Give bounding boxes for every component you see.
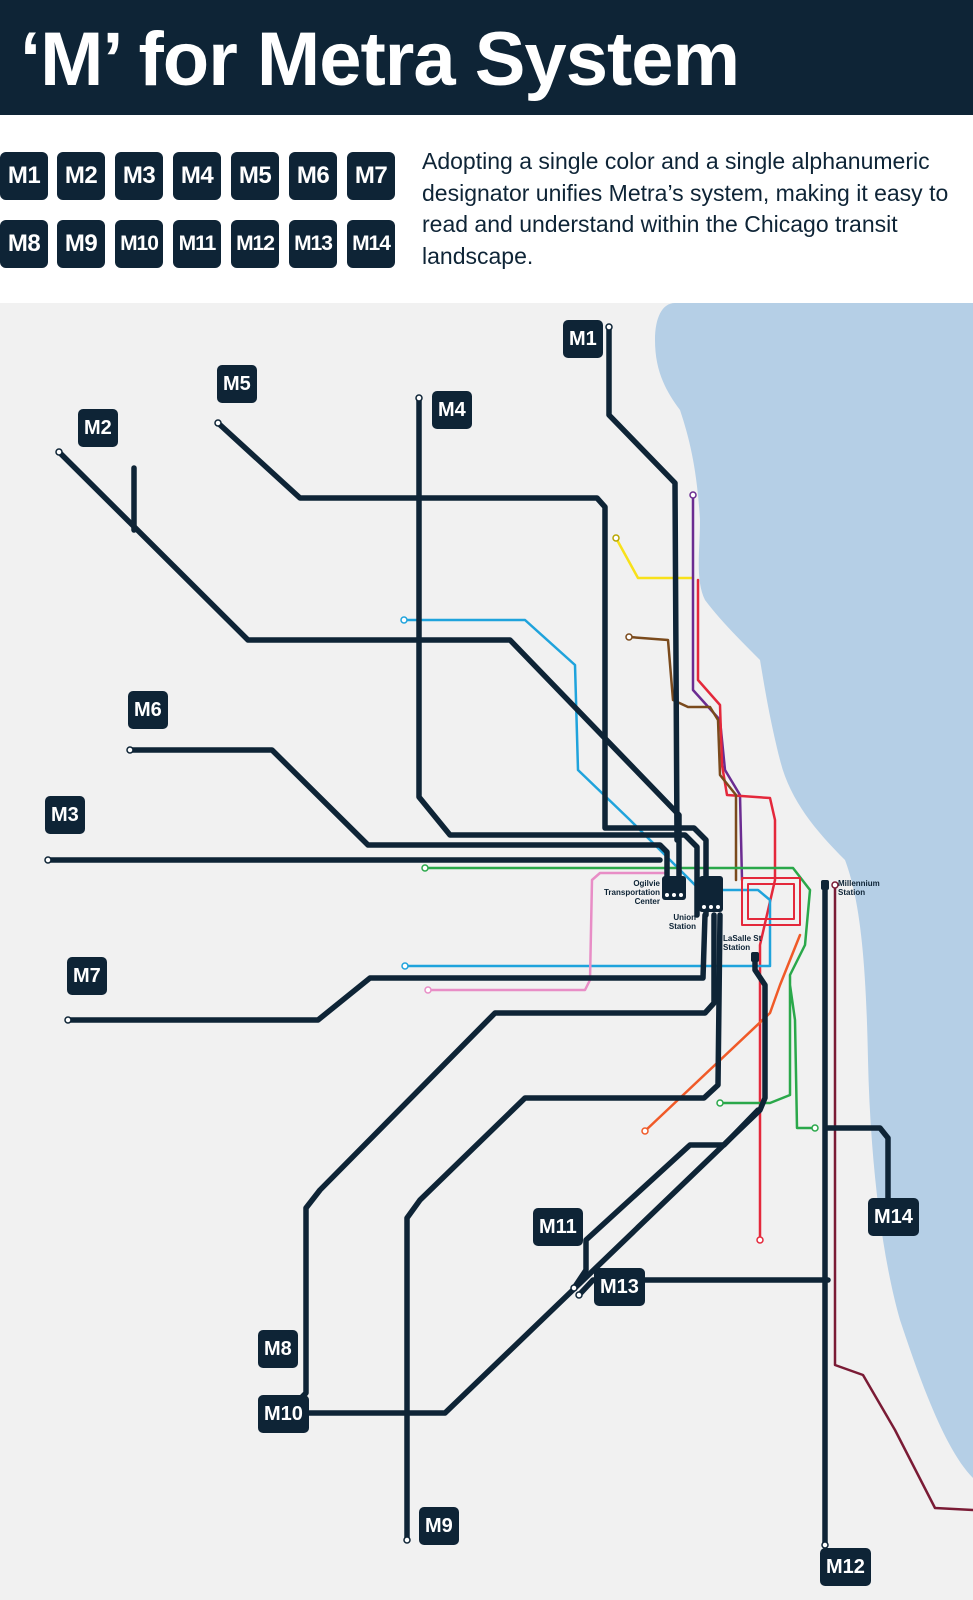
green-terminal-harlem <box>421 864 429 872</box>
map-label-m10: M10 <box>258 1395 309 1433</box>
south-shore-terminal <box>831 881 839 889</box>
m7-terminal <box>64 1016 72 1024</box>
m3-terminal <box>44 856 52 864</box>
red-terminal <box>756 1236 764 1244</box>
map-label-m8: M8 <box>258 1330 298 1368</box>
cta-pink-line <box>426 871 670 992</box>
m9-terminal <box>403 1536 411 1544</box>
m4-terminal <box>415 394 423 402</box>
map-svg <box>44 303 973 1549</box>
map-label-m6: M6 <box>128 691 168 729</box>
metra-m8-line <box>261 912 717 1406</box>
blue-terminal-forest-park <box>401 962 409 970</box>
cta-yellow-line <box>614 536 695 580</box>
badge-m9: M9 <box>57 220 105 268</box>
m13-terminal <box>575 1291 583 1299</box>
m11-terminal <box>570 1284 578 1292</box>
map-label-m11: M11 <box>533 1208 583 1246</box>
union-station-marker <box>699 876 723 912</box>
legend-badges: M1 M2 M3 M4 M5 M6 M7 M8 M9 M10 M11 M12 M… <box>0 148 400 270</box>
badge-m11: M11 <box>173 220 221 268</box>
station-label-ogilvie: Ogilvie Transportation Center <box>603 879 660 906</box>
map-label-m4: M4 <box>432 391 472 429</box>
m6-terminal <box>126 746 134 754</box>
badge-m3: M3 <box>115 152 163 200</box>
map-label-m7: M7 <box>67 957 107 995</box>
metra-m14-line <box>825 1125 891 1218</box>
station-label-millennium: Millennium Station <box>838 879 880 897</box>
cta-orange-line <box>643 933 802 1133</box>
badge-m14: M14 <box>347 220 395 268</box>
blue-terminal-ohare <box>400 616 408 624</box>
cta-loop <box>741 877 801 926</box>
green-terminal-cottage <box>811 1124 819 1132</box>
badge-m6: M6 <box>289 152 337 200</box>
badge-m7: M7 <box>347 152 395 200</box>
map-label-m2: M2 <box>78 409 118 447</box>
map-label-m12: M12 <box>820 1548 871 1586</box>
map-label-m1: M1 <box>563 320 603 358</box>
page-title: ‘M’ for Metra System <box>20 17 740 102</box>
m2-terminal <box>55 448 63 456</box>
map-label-m5: M5 <box>217 365 257 403</box>
m1-terminal <box>605 323 613 331</box>
millennium-station-marker <box>821 880 829 890</box>
badge-m1: M1 <box>0 152 48 200</box>
south-shore-line <box>833 883 973 1512</box>
purple-terminal <box>689 491 697 499</box>
yellow-terminal <box>612 534 620 542</box>
metra-m4-line <box>416 395 700 918</box>
system-map: M1 M2 M5 M4 M6 M3 M7 M11 M14 M13 M8 M10 … <box>0 303 973 1600</box>
cta-brown-line <box>627 635 738 882</box>
map-label-m13: M13 <box>594 1268 645 1306</box>
green-terminal-ashland <box>716 1099 724 1107</box>
metra-m6-line <box>127 747 670 881</box>
metra-m9-line <box>404 912 723 1543</box>
description-text: Adopting a single color and a single alp… <box>422 148 949 269</box>
metra-m11-line <box>571 1107 761 1291</box>
badge-m13: M13 <box>289 220 337 268</box>
badge-m4: M4 <box>173 152 221 200</box>
metra-m10-line <box>261 952 768 1416</box>
badge-m10: M10 <box>115 220 163 268</box>
header-banner: ‘M’ for Metra System <box>0 0 973 115</box>
station-label-union: Union Station <box>668 913 696 931</box>
badge-m8: M8 <box>0 220 48 268</box>
pink-terminal <box>424 986 432 994</box>
station-label-lasalle: LaSalle St Station <box>723 934 762 952</box>
metra-m7-line <box>65 912 708 1023</box>
m5-terminal <box>214 419 222 427</box>
map-label-m3: M3 <box>45 796 85 834</box>
metra-m13-line <box>576 1277 831 1298</box>
metra-m1-line <box>606 324 680 843</box>
badge-m5: M5 <box>231 152 279 200</box>
map-label-m14: M14 <box>868 1198 919 1236</box>
badge-m2: M2 <box>57 152 105 200</box>
orange-terminal <box>641 1127 649 1135</box>
lasalle-station-marker <box>751 952 759 962</box>
cta-red-line <box>696 578 777 1242</box>
metra-m2-line <box>56 449 682 881</box>
brown-terminal <box>625 633 633 641</box>
map-label-m9: M9 <box>419 1507 459 1545</box>
metra-m5-line <box>215 420 709 918</box>
lake-michigan <box>655 303 973 1478</box>
badge-m12: M12 <box>231 220 279 268</box>
cta-green-line <box>423 866 817 1130</box>
